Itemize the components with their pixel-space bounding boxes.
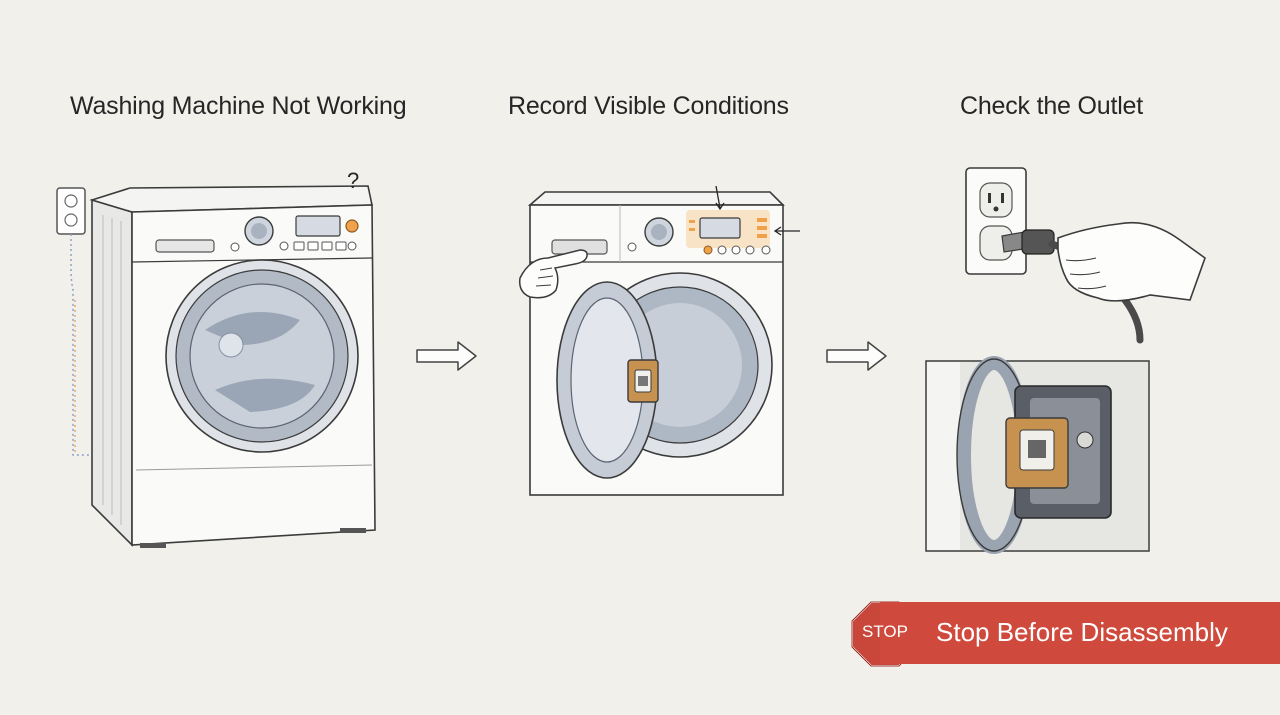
washing-machine-1 xyxy=(89,185,376,548)
arrow-right-icon xyxy=(826,341,887,371)
step-3-title: Check the Outlet xyxy=(960,92,1144,120)
warning-banner xyxy=(880,602,1280,664)
wall-outlet-icon xyxy=(56,187,92,456)
plug-hand-icon xyxy=(1001,221,1206,344)
pointing-hand-icon xyxy=(518,249,588,299)
washing-machine-2 xyxy=(527,185,800,496)
arrow-right-icon xyxy=(416,341,477,371)
step-2-title: Record Visible Conditions xyxy=(508,92,789,120)
question-mark: ? xyxy=(347,168,359,193)
warning-label: Stop Before Disassembly xyxy=(936,617,1228,647)
door-latch-inset xyxy=(925,356,1150,554)
step-1-title: Washing Machine Not Working xyxy=(70,92,407,120)
stop-sign-text: STOP xyxy=(862,622,908,641)
wall-outlet-icon xyxy=(965,167,1027,275)
